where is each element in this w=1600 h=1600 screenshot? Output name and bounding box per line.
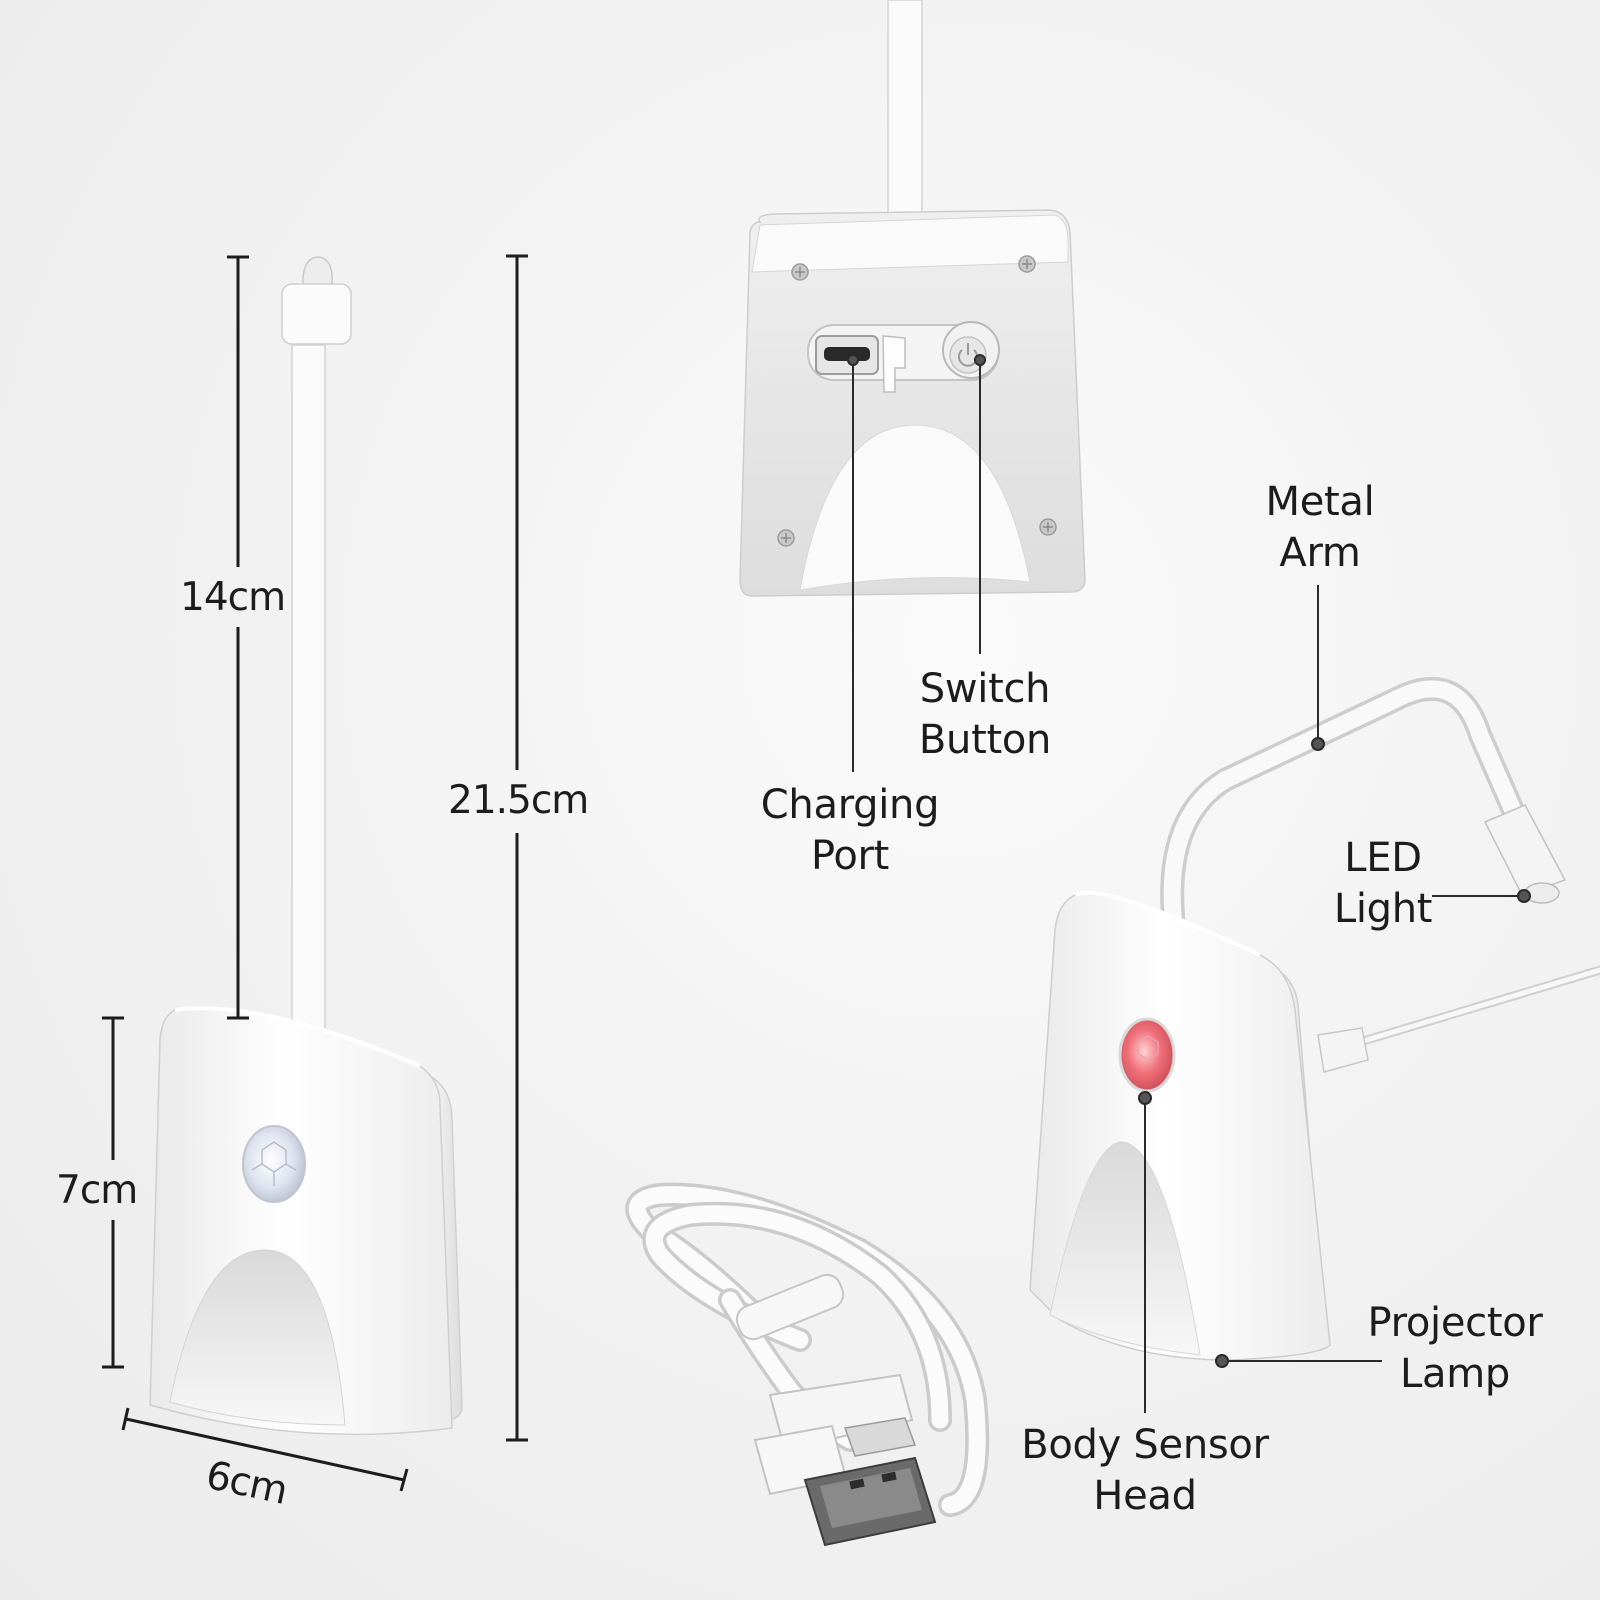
back-view-product: [739, 0, 1086, 597]
callout-metal-arm-line2: Arm: [1279, 530, 1361, 576]
callout-charging-port-line1: Charging: [760, 782, 940, 828]
callout-charging-port-line2: Port: [810, 833, 890, 879]
dimension-total-height: 21.5cm: [448, 778, 589, 823]
callout-charging-port: Charging Port: [755, 780, 945, 882]
callout-body-sensor-head-line1: Body Sensor: [1021, 1422, 1269, 1468]
callout-projector-lamp-line2: Lamp: [1400, 1351, 1510, 1397]
callout-metal-arm-line1: Metal: [1265, 479, 1375, 525]
usb-cable: [625, 1182, 990, 1547]
callout-metal-arm: Metal Arm: [1250, 477, 1390, 579]
callout-led-light: LED Light: [1328, 833, 1438, 935]
callout-projector-lamp: Projector Lamp: [1355, 1298, 1555, 1400]
callout-switch-button: Switch Button: [905, 664, 1065, 766]
callout-led-light-line2: Light: [1333, 886, 1433, 932]
led-light: [1483, 804, 1567, 904]
callout-leaders: [847, 354, 1531, 1413]
body-sensor-white: [242, 1125, 306, 1203]
dimension-arm-length: 14cm: [180, 575, 286, 620]
switch-button: [942, 321, 1000, 379]
dimension-lines: [102, 254, 528, 1492]
callout-projector-lamp-line1: Projector: [1367, 1300, 1543, 1346]
callout-body-sensor-head: Body Sensor Head: [1005, 1420, 1285, 1522]
front-view-product: [149, 256, 463, 1436]
perspective-product: [1029, 676, 1600, 1361]
dimension-body-height: 7cm: [56, 1168, 138, 1213]
callout-switch-button-line1: Switch: [919, 666, 1051, 712]
callout-switch-button-line2: Button: [918, 717, 1052, 763]
body-sensor-red: [1118, 1017, 1176, 1093]
charging-port: [815, 335, 906, 393]
callout-led-light-line1: LED: [1344, 835, 1422, 881]
callout-body-sensor-head-line2: Head: [1093, 1473, 1197, 1519]
